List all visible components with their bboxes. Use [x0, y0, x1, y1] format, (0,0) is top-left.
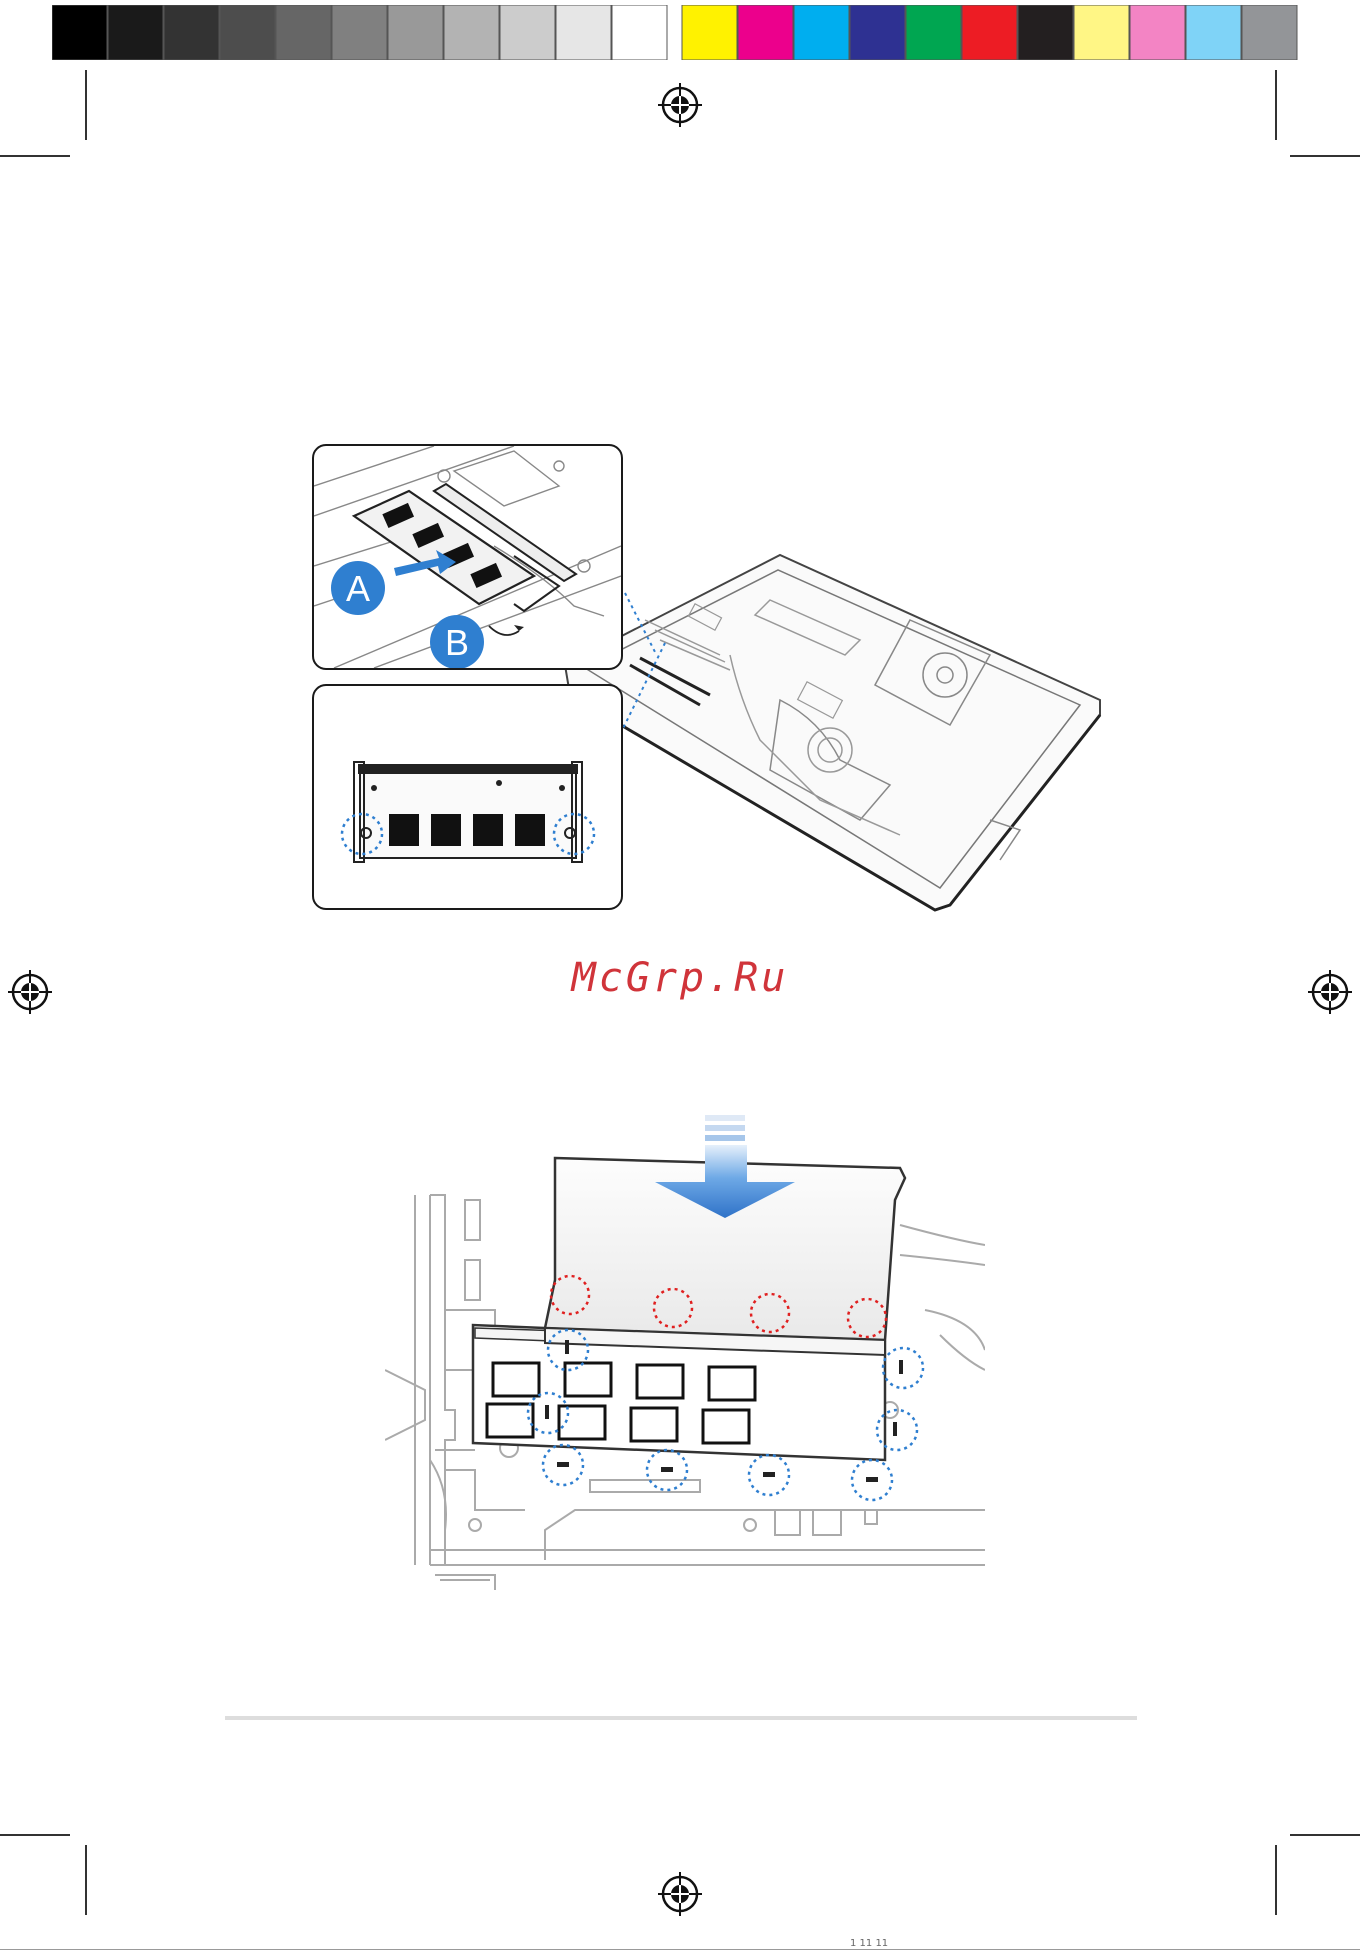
crop-mark: [1290, 1834, 1360, 1836]
crop-mark: [0, 155, 70, 157]
crop-mark: [1290, 155, 1360, 157]
callout-a-badge: A: [331, 561, 385, 615]
color-swatch: [108, 5, 163, 60]
crop-mark: [0, 1834, 70, 1836]
color-swatch: [794, 5, 849, 60]
color-swatch: [500, 5, 555, 60]
module-seated-illustration: [314, 686, 621, 908]
callout-b-badge: B: [430, 615, 484, 668]
color-swatch: [276, 5, 331, 60]
callout-a-label: A: [346, 568, 370, 609]
color-swatch: [850, 5, 905, 60]
registration-mark-top: [658, 83, 702, 127]
color-swatch: [1018, 5, 1073, 60]
color-calibration-bar: [52, 5, 1306, 60]
footer-rule: [225, 1716, 1137, 1720]
color-swatch: [1074, 5, 1129, 60]
color-swatch: [1242, 5, 1297, 60]
color-swatch: [1130, 5, 1185, 60]
watermark-text: McGrp.Ru: [0, 955, 1360, 1001]
inset-module-seated: [312, 684, 623, 910]
insert-module-illustration: A B: [314, 446, 621, 668]
color-swatch: [444, 5, 499, 60]
callout-b-label: B: [445, 622, 469, 663]
crop-mark: [1275, 70, 1277, 140]
color-swatch: [164, 5, 219, 60]
color-swatch: [738, 5, 793, 60]
color-swatch: [332, 5, 387, 60]
figure-memory-insertion: [385, 1110, 985, 1590]
crop-mark: [85, 70, 87, 140]
inset-insert-module: A B: [312, 444, 623, 670]
crop-mark: [85, 1845, 87, 1915]
memory-insertion-illustration: [385, 1110, 985, 1590]
color-swatch: [556, 5, 611, 60]
color-swatches: [52, 5, 1306, 60]
registration-mark-bottom: [658, 1872, 702, 1916]
page-edge: [0, 1949, 1360, 1950]
color-swatch: [612, 5, 667, 60]
color-swatch: [682, 5, 737, 60]
footer-code: 1 11 11: [850, 1938, 888, 1949]
color-swatch: [388, 5, 443, 60]
color-swatch: [906, 5, 961, 60]
color-swatch: [962, 5, 1017, 60]
color-swatch: [220, 5, 275, 60]
color-swatch: [52, 5, 107, 60]
color-swatch: [1186, 5, 1241, 60]
crop-mark: [1275, 1845, 1277, 1915]
